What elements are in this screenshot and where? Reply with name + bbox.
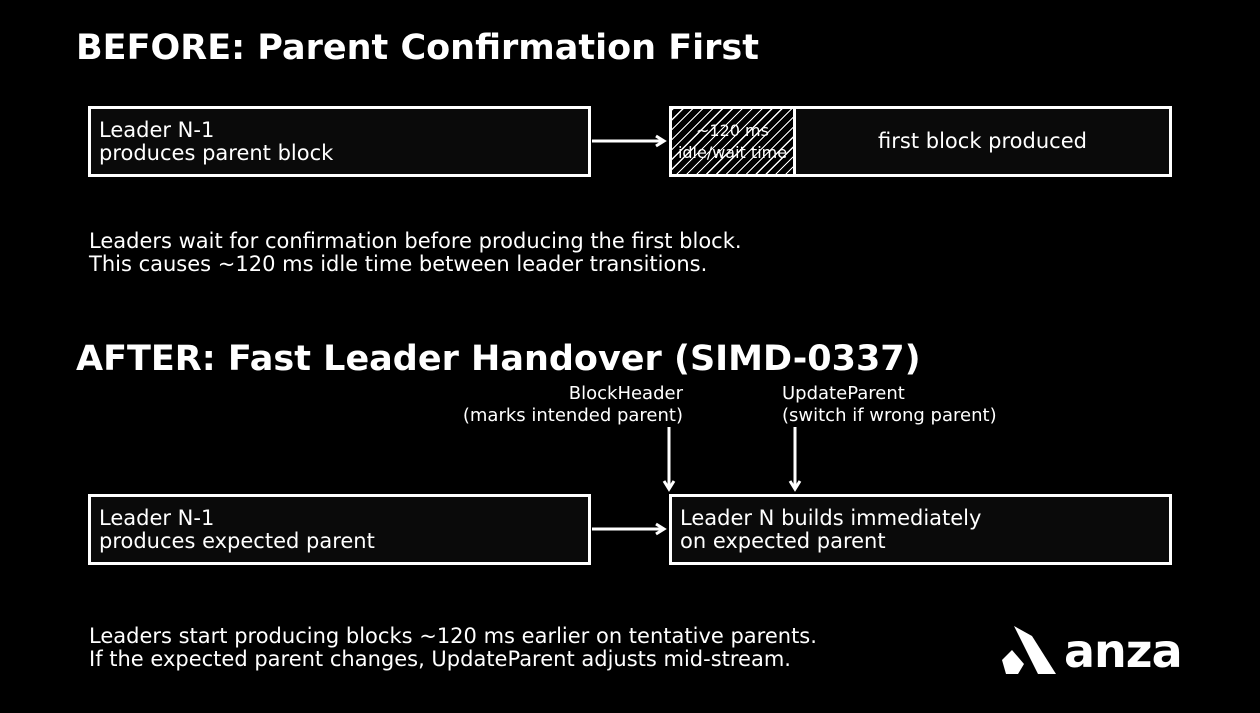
before-caption-line-1: Leaders wait for confirmation before pro… — [89, 229, 742, 253]
before-leader-n-box: ~120 ms idle/wait time first block produ… — [669, 106, 1172, 177]
update-parent-description: (switch if wrong parent) — [782, 405, 997, 426]
block-header-arrow — [662, 427, 676, 492]
idle-wait-segment: ~120 ms idle/wait time — [672, 109, 796, 174]
first-block-produced-label: first block produced — [878, 129, 1087, 153]
after-handoff-arrow — [592, 522, 667, 536]
after-title: AFTER: Fast Leader Handover (SIMD-0337) — [76, 339, 921, 379]
before-leader-label: Leader N-1 — [99, 118, 215, 142]
update-parent-arrow — [788, 427, 802, 492]
anza-wordmark: anza — [1064, 624, 1183, 678]
block-header-annotation: BlockHeader (marks intended parent) — [463, 383, 683, 427]
before-caption-line-2: This causes ~120 ms idle time between le… — [89, 252, 708, 276]
anza-mark-icon — [1002, 626, 1056, 674]
block-header-label: BlockHeader — [568, 383, 683, 404]
update-parent-label: UpdateParent — [782, 383, 905, 404]
after-leader-description: produces expected parent — [99, 529, 375, 553]
before-leader-n-1-box: Leader N-1 produces parent block — [88, 106, 591, 177]
update-parent-annotation: UpdateParent (switch if wrong parent) — [782, 383, 997, 427]
before-leader-description: produces parent block — [99, 141, 334, 165]
idle-wait-label: idle/wait time — [677, 143, 788, 162]
before-handoff-arrow — [592, 134, 667, 148]
after-leader-n-box: Leader N builds immediately on expected … — [669, 494, 1172, 565]
leader-n-description: on expected parent — [680, 529, 886, 553]
before-title: BEFORE: Parent Confirmation First — [76, 28, 759, 68]
leader-n-label: Leader N builds immediately — [680, 506, 982, 530]
after-caption-line-1: Leaders start producing blocks ~120 ms e… — [89, 624, 817, 648]
anza-logo: anza — [1000, 624, 1183, 678]
idle-duration-label: ~120 ms — [696, 121, 769, 140]
before-caption: Leaders wait for confirmation before pro… — [89, 230, 742, 276]
after-leader-n-1-box: Leader N-1 produces expected parent — [88, 494, 591, 565]
block-header-description: (marks intended parent) — [462, 405, 683, 426]
after-caption-line-2: If the expected parent changes, UpdatePa… — [89, 647, 791, 671]
after-leader-label: Leader N-1 — [99, 506, 215, 530]
after-caption: Leaders start producing blocks ~120 ms e… — [89, 625, 817, 671]
